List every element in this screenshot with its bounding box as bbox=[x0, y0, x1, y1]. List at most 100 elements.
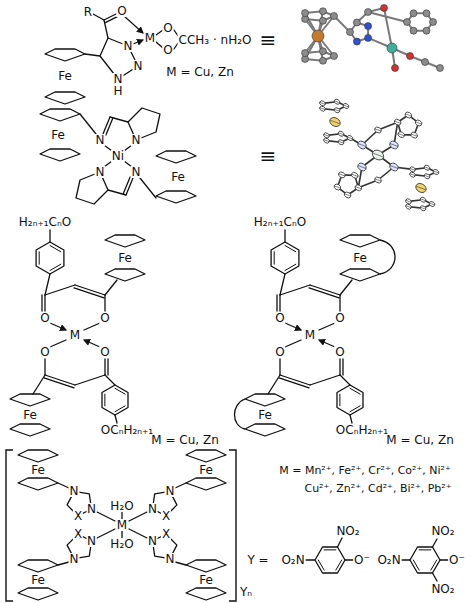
thermal-ellipsoid bbox=[356, 162, 367, 172]
cyclopentadienyl-ring bbox=[45, 92, 85, 104]
atom-ball bbox=[404, 19, 411, 26]
atom-label: H₂O bbox=[109, 538, 134, 550]
cyclopentadienyl-ring bbox=[18, 560, 58, 572]
atom-label: Fe bbox=[117, 252, 133, 264]
thermal-ellipsoid bbox=[404, 111, 413, 119]
coordinate-bond bbox=[50, 323, 66, 330]
thermal-ellipsoid bbox=[333, 98, 340, 105]
bond bbox=[350, 406, 360, 412]
atom-label: N bbox=[131, 134, 142, 146]
bond bbox=[373, 153, 383, 157]
substituent-formula: CCH₃ · nH₂O bbox=[178, 34, 253, 46]
bond bbox=[410, 174, 415, 176]
bond bbox=[345, 194, 351, 196]
bond bbox=[175, 483, 186, 488]
bond bbox=[279, 359, 280, 375]
atom-label: O₂N bbox=[280, 554, 305, 566]
bond bbox=[339, 359, 340, 375]
bond bbox=[395, 121, 401, 123]
bond bbox=[279, 295, 280, 311]
atom-ball bbox=[312, 30, 324, 42]
bond bbox=[97, 512, 115, 521]
substituent-formula: M = Cu, Zn bbox=[165, 66, 234, 78]
bond bbox=[350, 388, 360, 394]
cyclopentadienyl-ring bbox=[105, 269, 145, 281]
bond bbox=[105, 17, 117, 23]
atom-label: N bbox=[133, 60, 144, 72]
bond bbox=[104, 394, 105, 406]
atom-label: X bbox=[73, 510, 83, 522]
thermal-ellipsoid bbox=[423, 173, 430, 180]
bond bbox=[85, 54, 100, 56]
atom-label: O bbox=[334, 346, 345, 358]
cyclopentadienyl-ring bbox=[156, 151, 196, 163]
atom-ball bbox=[319, 48, 326, 55]
bond bbox=[440, 559, 448, 560]
atom-ball bbox=[387, 43, 397, 53]
substituent-formula: OCₙH₂ₙ₊₁ bbox=[100, 424, 154, 436]
atom-label: N bbox=[147, 535, 158, 547]
bond bbox=[402, 559, 410, 560]
cyclopentadienyl-ring bbox=[18, 588, 58, 600]
bond bbox=[175, 562, 186, 565]
bond bbox=[324, 549, 336, 550]
thermal-ellipsoid bbox=[414, 182, 428, 195]
thermal-ellipsoid bbox=[405, 198, 412, 205]
atom-label: O bbox=[162, 22, 173, 34]
bond bbox=[44, 378, 74, 388]
atom-ball bbox=[319, 57, 326, 64]
atom-ball bbox=[331, 13, 338, 20]
bond bbox=[107, 359, 108, 375]
benzene-ring bbox=[410, 547, 440, 573]
atom-ball bbox=[407, 53, 414, 60]
atom-ball bbox=[365, 34, 372, 41]
bond bbox=[50, 246, 61, 252]
substituent-formula: H₂ₙ₊₁CₙO bbox=[253, 216, 307, 228]
atom-ball bbox=[365, 9, 372, 16]
coordinate-bond bbox=[319, 340, 335, 347]
bond bbox=[140, 178, 156, 198]
thermal-ellipsoid bbox=[409, 166, 416, 173]
atom-label: N bbox=[86, 503, 97, 515]
substituent-formula: M = Cu, Zn bbox=[150, 434, 219, 446]
bond bbox=[110, 117, 128, 122]
bond bbox=[280, 274, 285, 295]
coordinate-bond bbox=[285, 323, 301, 330]
bond bbox=[121, 531, 122, 538]
atom-ball bbox=[410, 27, 417, 34]
bond bbox=[350, 415, 352, 423]
atom-label: N bbox=[95, 134, 106, 146]
atom-label: N bbox=[95, 166, 106, 178]
bond bbox=[58, 483, 69, 488]
atom-label: M bbox=[144, 32, 156, 44]
thermal-ellipsoid bbox=[328, 116, 342, 129]
bond bbox=[320, 102, 325, 104]
bond bbox=[324, 140, 329, 142]
bond bbox=[335, 186, 341, 188]
atom-label: Fe bbox=[352, 252, 368, 264]
bond bbox=[339, 394, 340, 406]
bond bbox=[123, 177, 130, 194]
atom-label: R bbox=[83, 6, 93, 18]
thermal-ellipsoid bbox=[419, 196, 426, 203]
thermal-ellipsoid bbox=[428, 201, 435, 208]
bond bbox=[50, 264, 61, 270]
thermal-ellipsoid bbox=[423, 164, 430, 171]
bond bbox=[410, 168, 415, 170]
benzene-ring bbox=[271, 242, 299, 274]
cyclopentadienyl-ring bbox=[10, 394, 50, 406]
atom-label: N bbox=[113, 73, 124, 85]
bond bbox=[268, 375, 280, 394]
bond bbox=[335, 109, 340, 111]
bond bbox=[319, 323, 335, 330]
cyclopentadienyl-ring bbox=[40, 149, 80, 161]
bond bbox=[318, 560, 324, 570]
bond bbox=[279, 378, 309, 388]
bond bbox=[75, 375, 105, 385]
thermal-ellipsoid bbox=[350, 171, 359, 179]
atom-ball bbox=[302, 50, 309, 57]
atom-ball bbox=[347, 29, 354, 36]
bond bbox=[358, 166, 365, 169]
bond bbox=[421, 199, 426, 201]
